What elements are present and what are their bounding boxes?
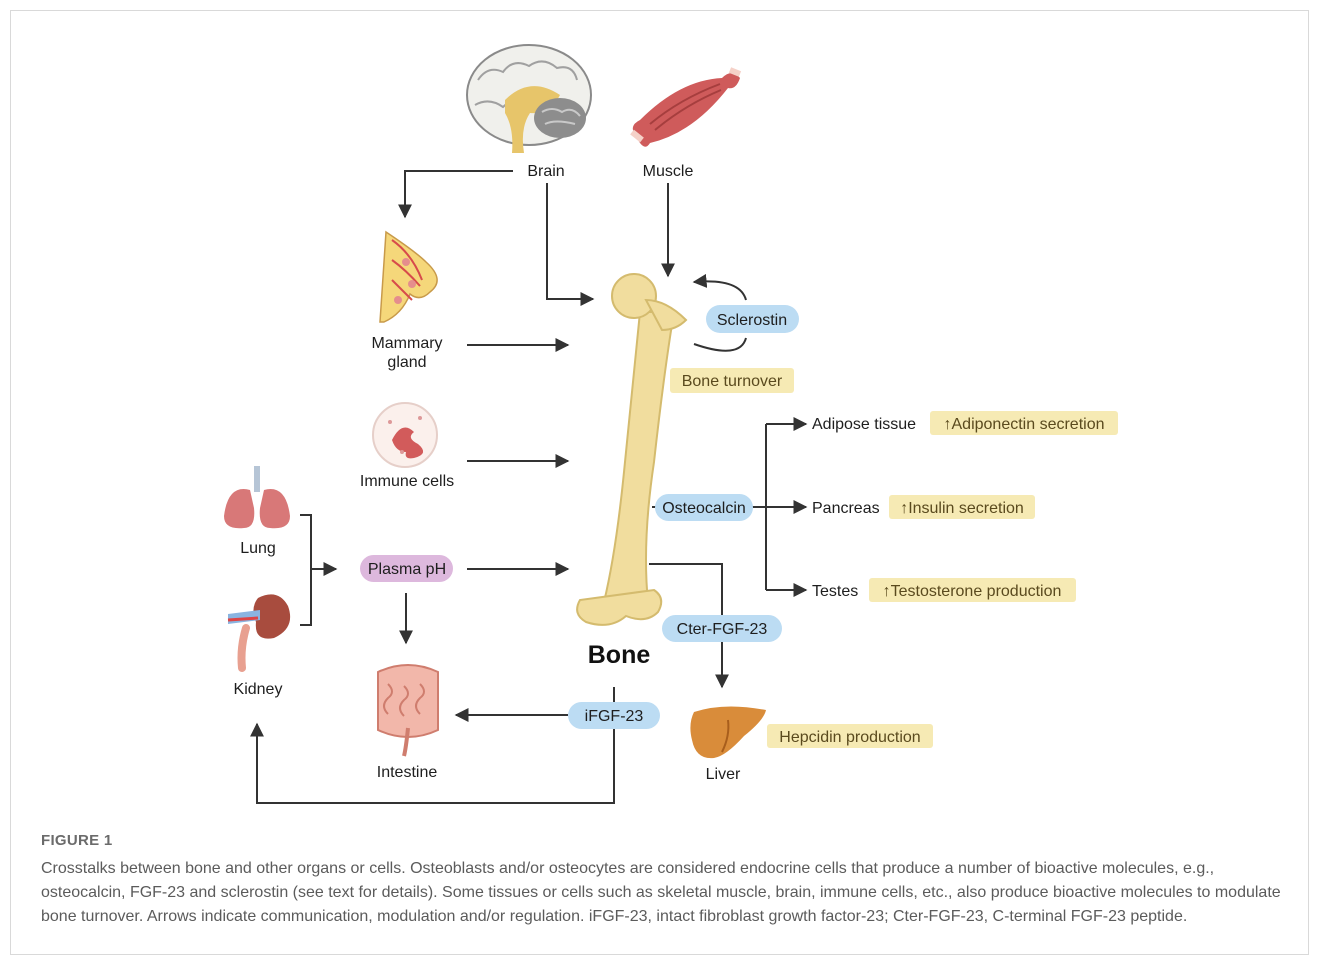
kidney-illustration: [228, 594, 290, 668]
testes-label: Testes: [812, 583, 858, 600]
adipose-label: Adipose tissue: [812, 416, 916, 433]
hepcidin-text: Hepcidin production: [779, 729, 920, 746]
brain-label: Brain: [527, 163, 564, 180]
intestine-label: Intestine: [377, 764, 438, 781]
lung-illustration: [224, 466, 290, 528]
brain-illustration: [467, 45, 591, 153]
intestine-illustration: [378, 665, 438, 756]
liver-label: Liver: [706, 766, 741, 783]
figure-caption: FIGURE 1 Crosstalks between bone and oth…: [41, 832, 1303, 929]
lung-kidney-bracket: [300, 515, 311, 625]
lung-label: Lung: [240, 540, 276, 557]
adiponectin-text: ↑Adiponectin secretion: [944, 416, 1105, 433]
mammary-gland-illustration: [380, 232, 437, 322]
caption-text: Crosstalks between bone and other organs…: [41, 857, 1303, 929]
mammary-label-line1: Mammary: [371, 335, 442, 352]
crosstalk-diagram: Brain Muscle Mammary gland Immune cells …: [0, 0, 1320, 830]
pancreas-label: Pancreas: [812, 500, 880, 517]
immune-cell-illustration: [373, 403, 437, 467]
bone-illustration: [577, 274, 686, 625]
muscle-illustration: [632, 70, 740, 147]
sclerostin-text: Sclerostin: [717, 312, 787, 329]
liver-illustration: [690, 706, 766, 758]
mammary-label-line2: gland: [387, 354, 426, 371]
bone-label: Bone: [588, 641, 651, 669]
sclerostin-loop-return: [694, 338, 746, 351]
muscle-label: Muscle: [643, 163, 694, 180]
osteocalcin-text: Osteocalcin: [662, 500, 746, 517]
testosterone-text: ↑Testosterone production: [883, 583, 1062, 600]
kidney-label: Kidney: [234, 681, 283, 698]
brain-to-bone-arrow: [547, 183, 593, 299]
brain-to-mammary-arrow: [405, 171, 513, 217]
insulin-text: ↑Insulin secretion: [900, 500, 1024, 517]
figure-label: FIGURE 1: [41, 832, 1303, 849]
bone-turnover-text: Bone turnover: [682, 373, 783, 390]
cter-fgf23-text: Cter-FGF-23: [677, 621, 768, 638]
immune-cells-label: Immune cells: [360, 473, 454, 490]
sclerostin-loop-arrow: [694, 281, 746, 300]
plasma-ph-text: Plasma pH: [368, 561, 446, 578]
ifgf23-text: iFGF-23: [585, 708, 644, 725]
